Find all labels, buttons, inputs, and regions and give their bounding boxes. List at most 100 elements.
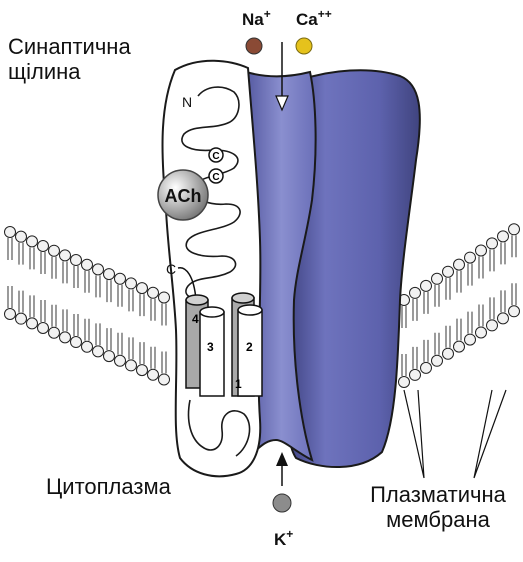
lipid-tail <box>445 277 451 300</box>
disulfide-c-bottom <box>208 168 224 184</box>
lipid-tail <box>117 332 123 355</box>
lipid-tail <box>423 291 429 314</box>
sodium-label: Na+ <box>242 7 271 29</box>
lipid-tail <box>117 284 123 307</box>
synaptic-cleft-line-1: Синаптична <box>8 34 131 59</box>
inflow-arrow <box>275 42 289 112</box>
lipid-tail <box>412 346 418 369</box>
outflow-arrow <box>276 452 288 486</box>
n-terminus-label: N <box>182 94 192 110</box>
lipid-tail <box>401 306 407 328</box>
lipid-tail <box>434 332 440 355</box>
lipid-head <box>37 240 49 253</box>
synaptic-cleft-label: Синаптична щілина <box>8 34 131 84</box>
lipid-head <box>508 305 520 318</box>
lipid-tail <box>29 295 35 318</box>
membrane-pointer-lines <box>403 389 507 479</box>
lipid-tail <box>161 351 167 374</box>
lipid-head <box>508 223 520 236</box>
ach-ligand <box>157 169 209 221</box>
lipid-tail <box>40 252 46 275</box>
disulfide-c-bottom-label: C <box>212 172 219 183</box>
lipid-head <box>420 361 432 374</box>
lipid-tail <box>511 283 517 306</box>
lipid-tail <box>423 339 429 362</box>
lipid-head <box>431 354 443 367</box>
lipid-tail <box>150 298 156 321</box>
lipid-head <box>48 326 60 339</box>
plasma-membrane-line-2: мембрана <box>386 507 490 532</box>
lipid-head <box>453 340 465 353</box>
lipid-head <box>409 368 421 381</box>
plasma-membrane-line-1: Плазматична <box>370 482 506 507</box>
lipid-head <box>147 286 159 299</box>
lipid-head <box>453 258 465 271</box>
lipid-tail <box>434 284 440 307</box>
lipid-tail <box>489 297 495 320</box>
lipid-tail <box>18 290 24 313</box>
lipid-tail <box>511 235 517 258</box>
lipid-head <box>475 326 487 339</box>
plasma-membrane-label: Плазматична мембрана <box>356 482 520 532</box>
lipid-head <box>92 345 104 358</box>
lipid-tail <box>500 290 506 313</box>
lipid-head <box>158 291 170 304</box>
lipid-tail <box>445 325 451 348</box>
lipid-head <box>37 322 49 335</box>
lipid-tail <box>51 256 57 279</box>
lipid-tail <box>467 311 473 334</box>
lipid-head <box>114 354 126 367</box>
potassium-label: K+ <box>274 527 293 549</box>
lipid-head <box>147 368 159 381</box>
ach-label: ACh <box>165 186 202 206</box>
lipid-head <box>409 286 421 299</box>
c-terminus-label: C <box>166 261 176 277</box>
lipid-head <box>136 364 148 377</box>
lipid-head <box>103 350 115 363</box>
lipid-head <box>15 312 27 325</box>
lipid-tail <box>467 263 473 286</box>
lipid-tail <box>51 304 57 327</box>
lipid-head <box>420 279 432 292</box>
lipid-tail <box>7 286 13 308</box>
lipid-head <box>497 230 509 243</box>
lipid-bilayer-right <box>398 223 520 388</box>
lipid-tail <box>500 242 506 265</box>
lipid-tail <box>106 328 112 351</box>
lipid-head <box>4 308 16 320</box>
calcium-label: Ca++ <box>296 7 332 29</box>
lipid-tail <box>84 270 90 293</box>
calcium-ion <box>295 37 313 55</box>
channel-subunit-front <box>161 59 262 478</box>
lipid-tail <box>84 318 90 341</box>
lipid-tail <box>106 280 112 303</box>
lipid-head <box>136 282 148 295</box>
lipid-tail <box>95 275 101 298</box>
lipid-head <box>15 230 27 243</box>
lipid-head <box>398 376 410 388</box>
lipid-head <box>431 272 443 285</box>
lipid-head <box>59 331 71 344</box>
lipid-head <box>103 268 115 281</box>
sodium-ion <box>245 37 263 55</box>
helix-3-label: 3 <box>207 340 214 354</box>
disulfide-c-top <box>208 147 224 163</box>
lipid-head <box>125 359 137 372</box>
lipid-tail <box>161 303 167 326</box>
potassium-ion <box>272 493 292 513</box>
lipid-bilayer-left <box>4 226 170 386</box>
lipid-tail <box>29 247 35 270</box>
helix-2 <box>237 304 263 397</box>
lipid-head <box>114 272 126 285</box>
polypeptide-chain-lower <box>187 399 251 457</box>
lipid-head <box>59 249 71 262</box>
lipid-tail <box>73 314 79 337</box>
disulfide-c-top-label: C <box>212 151 219 162</box>
helix-2-label: 2 <box>246 340 253 354</box>
lipid-tail <box>150 346 156 369</box>
lipid-head <box>158 373 170 386</box>
lipid-tail <box>18 242 24 265</box>
lipid-tail <box>95 323 101 346</box>
